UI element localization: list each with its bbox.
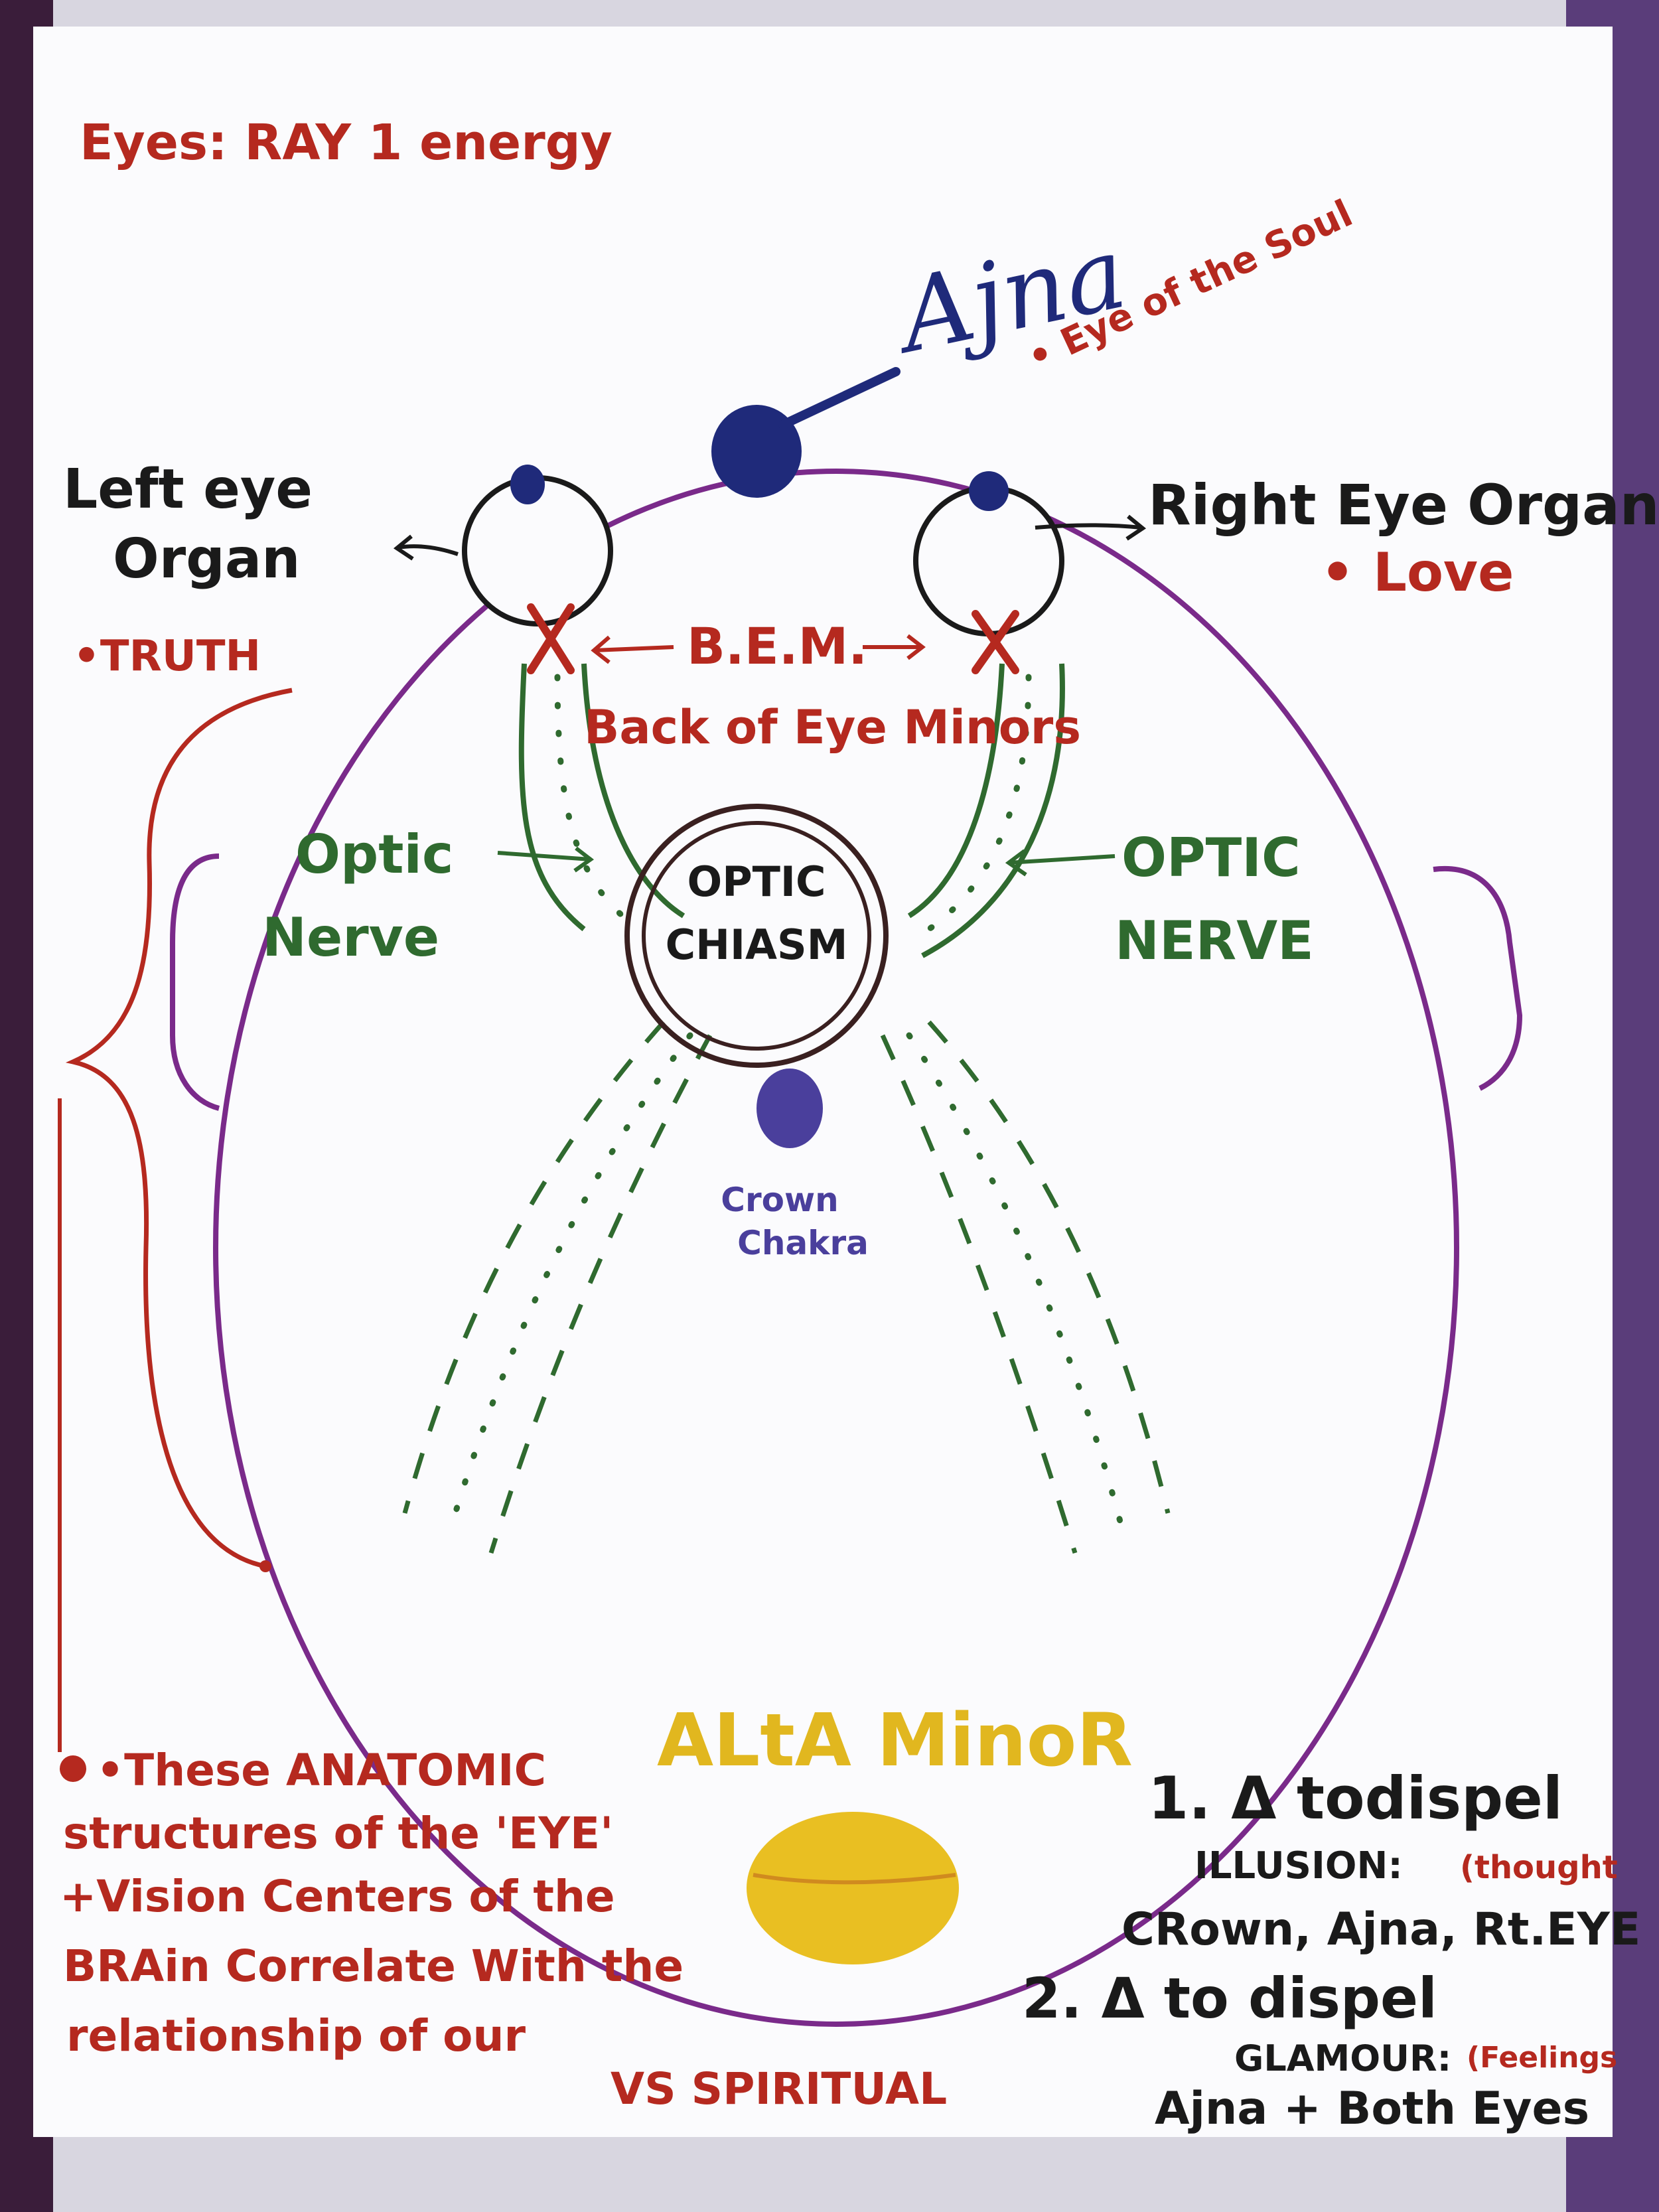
- notes-right-item1-paren: (thought: [1460, 1849, 1618, 1886]
- bem-marks: [527, 603, 1019, 674]
- optic-nerve-right-line1: OPTIC: [1121, 827, 1301, 889]
- paper-sheet: [33, 27, 1613, 2137]
- left-ear: [170, 853, 220, 1111]
- notes-left-line-5: relationship of our: [66, 2010, 526, 2061]
- right-eye-dot: [969, 471, 1009, 511]
- notes-right-item2-centers: Ajna + Both Eyes: [1155, 2083, 1589, 2135]
- bem-label: B.E.M.: [687, 617, 867, 676]
- optic-tracts: [402, 1020, 1171, 1554]
- ajna-pointer: [778, 367, 901, 429]
- crown-chakra-line2: Chakra: [737, 1224, 869, 1262]
- notes-right-item2-sub: GLAMOUR:: [1234, 2037, 1451, 2079]
- head-outline: [213, 469, 1459, 2027]
- optic-nerve-right-line2: NERVE: [1115, 910, 1314, 972]
- right-tract-inner: [880, 1034, 1078, 1554]
- crown-chakra-dot: [757, 1069, 823, 1148]
- notes-right-item1-title: 1. Δ todispel: [1148, 1764, 1563, 1832]
- bem-arrows: [591, 634, 926, 664]
- alta-minor-label: ALtA MinoR: [657, 1698, 1133, 1783]
- right-ear: [1433, 865, 1523, 1091]
- right-nerve-outer: [921, 663, 1065, 958]
- optic-chiasm-inner: [642, 821, 871, 1051]
- page-title: Eyes: RAY 1 energy: [80, 114, 613, 171]
- notes-left-line-2: structures of the 'EYE': [63, 1808, 613, 1859]
- optic-nerves: [518, 663, 1065, 958]
- optic-tract-dots: [448, 1032, 1125, 1530]
- bem-full-label: Back of Eye Minors: [584, 700, 1081, 755]
- optic-nerve-dots: [554, 674, 1032, 932]
- notes-right-item1-centers: CRown, Ajna, Rt.EYE: [1121, 1903, 1640, 1956]
- notes-left-line-3: +Vision Centers of the: [60, 1871, 615, 1922]
- left-eye-label-line2: Organ: [113, 528, 301, 591]
- left-nerve-inner: [581, 663, 685, 919]
- left-tract-inner: [488, 1034, 713, 1554]
- left-tract-outer: [402, 1020, 666, 1514]
- optic-chiasm-line1: OPTIC: [687, 857, 826, 906]
- notes-left-line-1: •These ANATOMIC: [96, 1745, 546, 1796]
- optic-chiasm-outer: [624, 804, 889, 1068]
- left-nerve-outer: [518, 663, 586, 932]
- notes-left-line-4: BRAin Correlate With the: [63, 1941, 684, 1992]
- right-tract-outer: [927, 1020, 1171, 1514]
- right-eye-note: • Love: [1321, 542, 1514, 603]
- notes-left-line-6: VS SPIRITUAL: [611, 2063, 947, 2114]
- left-eye-dot: [510, 465, 545, 504]
- left-eye-label-line1: Left eye: [63, 458, 313, 521]
- ajna-dot: [711, 405, 802, 498]
- notes-right-item2-paren: (Feelings: [1467, 2041, 1617, 2075]
- nerve-arrows: [497, 846, 1116, 877]
- notes-right-item2-title: 2. Δ to dispel: [1022, 1966, 1437, 2031]
- eye-arrows: [393, 514, 1147, 561]
- crown-chakra-line1: Crown: [721, 1181, 839, 1219]
- optic-chiasm-line2: CHIASM: [666, 921, 848, 969]
- bracket-end: [259, 1560, 271, 1572]
- notes-left: •These ANATOMIC structures of the 'EYE' …: [60, 1745, 947, 2114]
- notes-right-item1-sub: ILLUSION:: [1194, 1844, 1403, 1887]
- alta-minor-blob: [747, 1812, 959, 1964]
- notes-bullet: [60, 1755, 86, 1782]
- left-eye-note: •TRUTH: [73, 632, 261, 681]
- right-nerve-inner: [907, 663, 1005, 919]
- alta-minor-line: [753, 1873, 956, 1885]
- optic-nerve-left-line2: Nerve: [262, 907, 439, 968]
- right-eye-label: Right Eye Organ: [1148, 473, 1659, 538]
- optic-nerve-left-line1: Optic: [295, 824, 453, 885]
- left-bracket: [65, 688, 293, 1569]
